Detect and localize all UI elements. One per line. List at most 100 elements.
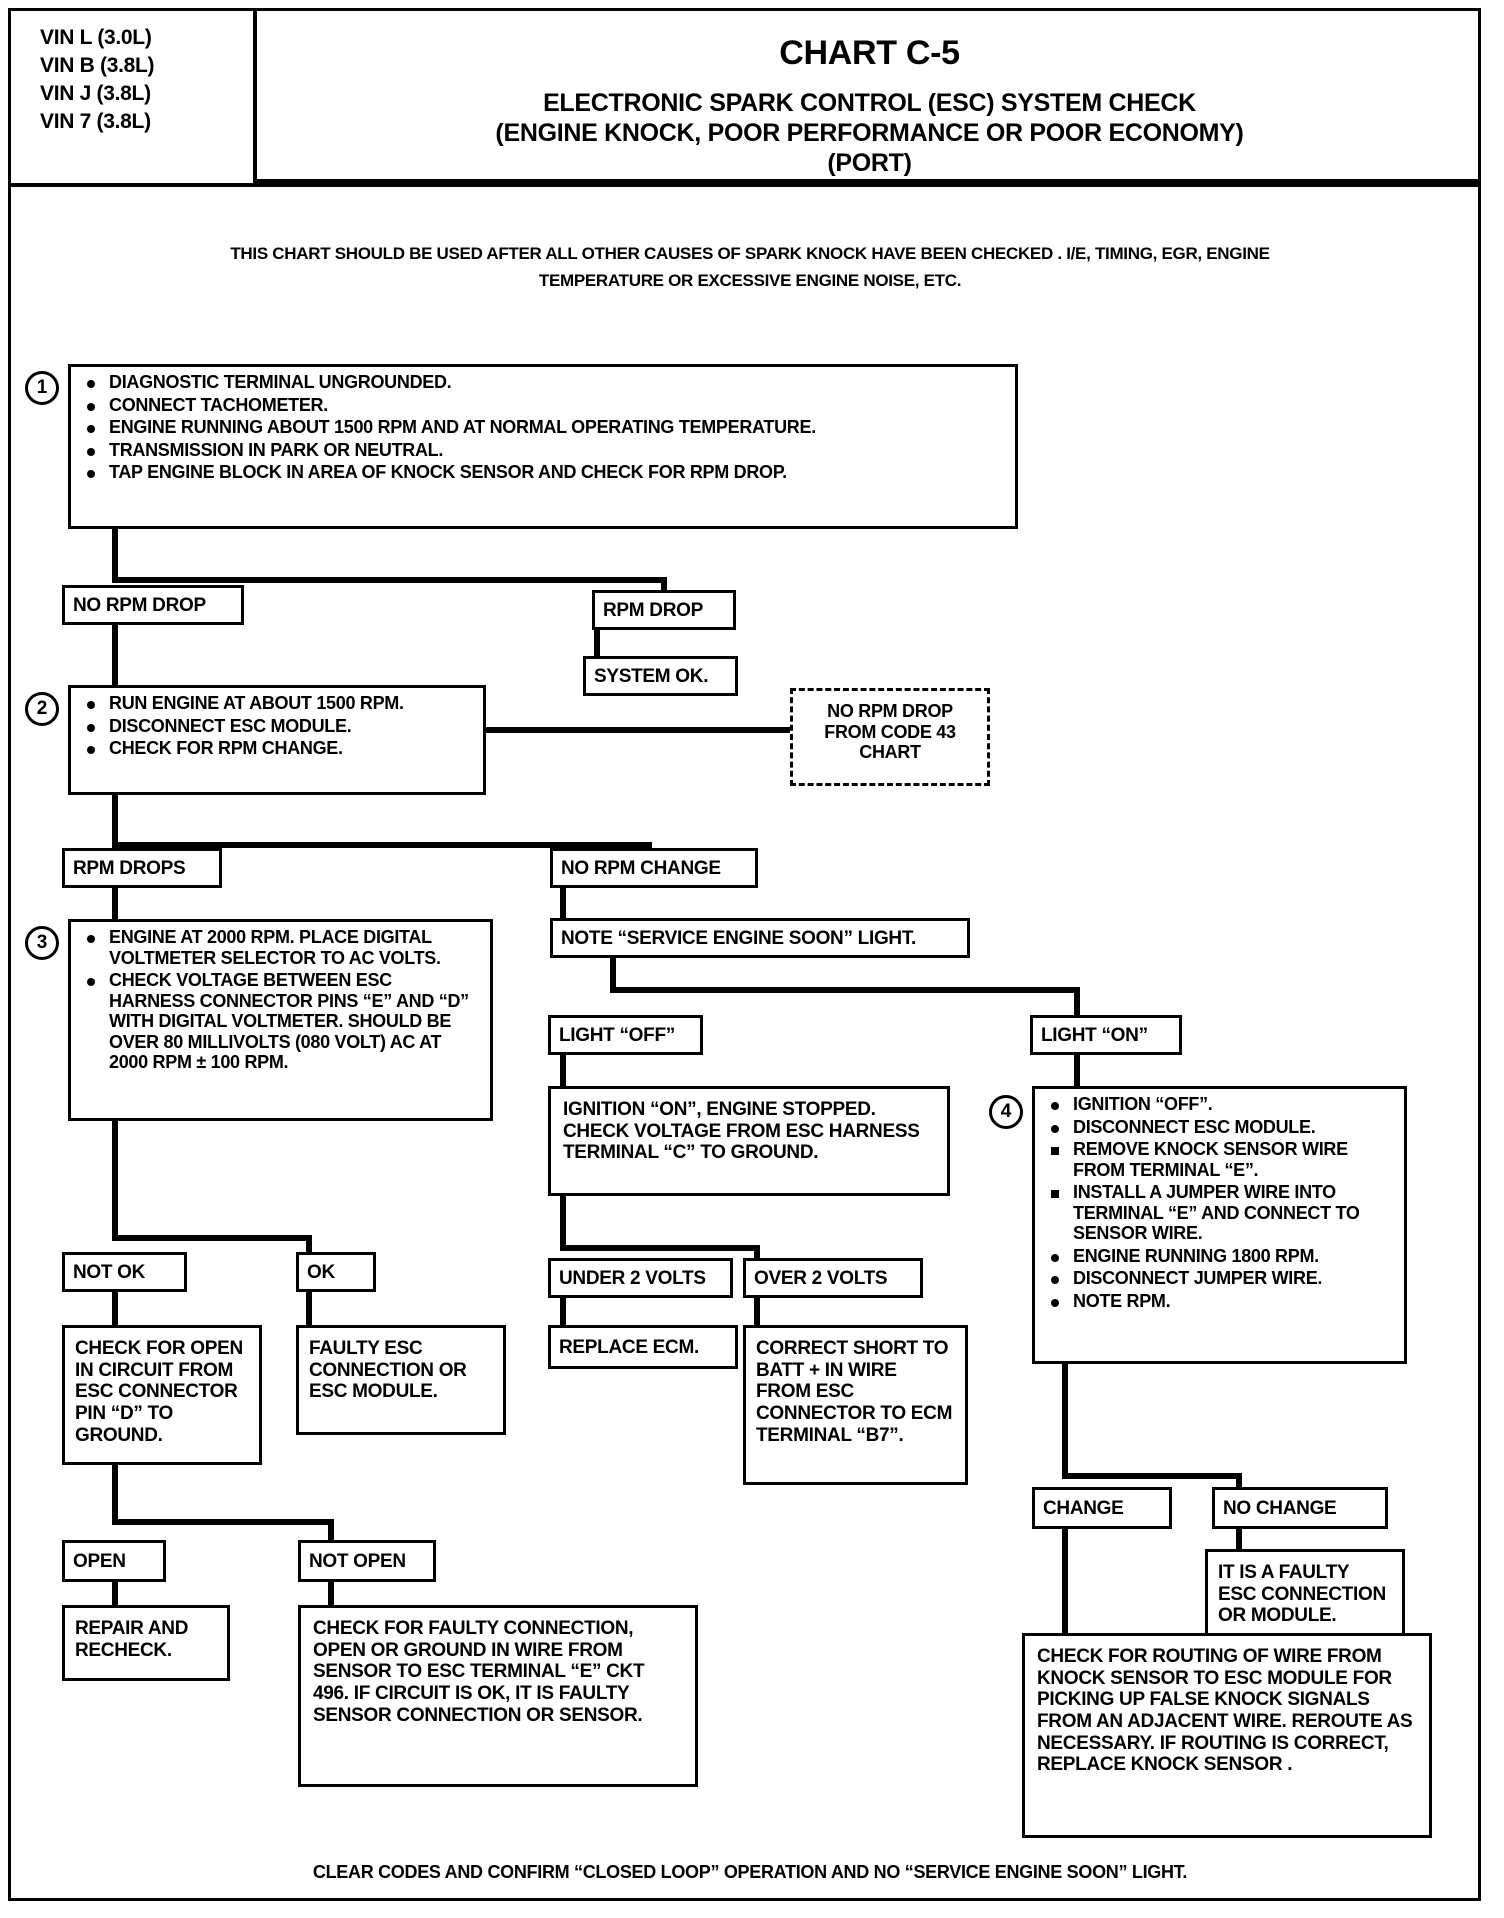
node-rpm-drops: RPM DROPS [62, 848, 222, 888]
step2-bullet-1: DISCONNECT ESC MODULE. [79, 716, 475, 737]
node-open: OPEN [62, 1540, 166, 1582]
line-rpmdrop-to-systemok [594, 630, 600, 656]
node-no-change: NO CHANGE [1212, 1487, 1388, 1529]
line-notopen-down2 [328, 1582, 334, 1610]
line-rpmdrops-to-step3 [112, 888, 118, 921]
line-checkopen-down [112, 1465, 118, 1525]
step1-bullet-3: TRANSMISSION IN PARK OR NEUTRAL. [79, 440, 1007, 461]
code43-line-1: NO RPM DROP [827, 701, 953, 721]
node-repair-recheck: REPAIR AND RECHECK. [62, 1605, 230, 1681]
line-step2-down [112, 795, 118, 848]
line-change-bus [1062, 1473, 1242, 1479]
step3-box: ENGINE AT 2000 RPM. PLACE DIGITAL VOLTME… [68, 919, 493, 1121]
node-over-2-volts: OVER 2 VOLTS [743, 1258, 923, 1298]
line-step2-bus [112, 842, 652, 848]
step1-bullet-1: CONNECT TACHOMETER. [79, 395, 1007, 416]
page-border [8, 8, 1481, 1901]
node-no-rpm-change: NO RPM CHANGE [550, 848, 758, 888]
node-correct-short: CORRECT SHORT TO BATT + IN WIRE FROM ESC… [743, 1325, 968, 1485]
line-step3-down [112, 1121, 118, 1241]
line-open-bus [112, 1519, 334, 1525]
node-note-ses-light: NOTE “SERVICE ENGINE SOON” LIGHT. [550, 918, 970, 958]
header-divider [11, 183, 1478, 187]
line-open-down [112, 1582, 118, 1610]
intro-line-2: TEMPERATURE OR EXCESSIVE ENGINE NOISE, E… [538, 271, 962, 290]
line-nochange-down [1236, 1473, 1242, 1493]
line-change-down [1062, 1529, 1068, 1645]
node-light-off: LIGHT “OFF” [548, 1015, 703, 1055]
node-change: CHANGE [1032, 1487, 1172, 1529]
line-volts-bus [560, 1245, 760, 1251]
code43-line-3: CHART [859, 742, 921, 763]
node-code-43-chart: NO RPM DROP FROM CODE 43 CHART [790, 688, 990, 786]
step4-bullet-3: INSTALL A JUMPER WIRE INTO TERMINAL “E” … [1043, 1182, 1396, 1244]
step-marker-2: 2 [25, 692, 59, 726]
line-ok-down [306, 1235, 312, 1257]
node-check-open-circuit: CHECK FOR OPEN IN CIRCUIT FROM ESC CONNE… [62, 1325, 262, 1465]
step3-bullet-0: ENGINE AT 2000 RPM. PLACE DIGITAL VOLTME… [79, 927, 482, 968]
line-over2v-down2 [754, 1298, 760, 1330]
vin-label-1: VIN B (3.8L) [40, 54, 155, 77]
line-notok-down [112, 1292, 118, 1330]
chart-title-line3: (PORT) [827, 149, 912, 177]
line-step4-down [1062, 1364, 1068, 1479]
step-marker-1: 1 [25, 371, 59, 405]
code43-line-2: FROM CODE 43 [824, 721, 956, 742]
step3-bullet-1: CHECK VOLTAGE BETWEEN ESC HARNESS CONNEC… [79, 970, 482, 1073]
node-faulty-esc-connection: FAULTY ESC CONNECTION OR ESC MODULE. [296, 1325, 506, 1435]
node-check-routing: CHECK FOR ROUTING OF WIRE FROM KNOCK SEN… [1022, 1633, 1432, 1838]
step1-bullet-4: TAP ENGINE BLOCK IN AREA OF KNOCK SENSOR… [79, 462, 1007, 483]
vin-label-0: VIN L (3.0L) [40, 26, 152, 49]
line-over2v-down [754, 1245, 760, 1265]
node-under-2-volts: UNDER 2 VOLTS [548, 1258, 733, 1298]
chart-number: CHART C-5 [779, 34, 960, 72]
footer-note: CLEAR CODES AND CONFIRM “CLOSED LOOP” OP… [312, 1862, 1188, 1882]
line-step1-down [112, 529, 118, 583]
node-not-open: NOT OPEN [298, 1540, 436, 1582]
node-ignition-on-check: IGNITION “ON”, ENGINE STOPPED. CHECK VOL… [548, 1086, 950, 1196]
line-notopen-down [328, 1519, 334, 1544]
step2-box: RUN ENGINE AT ABOUT 1500 RPM. DISCONNECT… [68, 685, 486, 795]
line-ignbox-down [560, 1196, 566, 1251]
intro-line-1: THIS CHART SHOULD BE USED AFTER ALL OTHE… [230, 244, 1270, 263]
step1-bullet-2: ENGINE RUNNING ABOUT 1500 RPM AND AT NOR… [79, 417, 1007, 438]
step4-bullet-2: REMOVE KNOCK SENSOR WIRE FROM TERMINAL “… [1043, 1139, 1396, 1180]
step-marker-3: 3 [25, 926, 59, 960]
step4-bullet-5: DISCONNECT JUMPER WIRE. [1043, 1268, 1396, 1289]
step4-box: IGNITION “OFF”. DISCONNECT ESC MODULE. R… [1032, 1086, 1407, 1364]
line-light-bus [610, 987, 1080, 993]
step1-bullet-0: DIAGNOSTIC TERMINAL UNGROUNDED. [79, 372, 1007, 393]
step4-bullet-1: DISCONNECT ESC MODULE. [1043, 1117, 1396, 1138]
step2-bullet-0: RUN ENGINE AT ABOUT 1500 RPM. [79, 693, 475, 714]
node-system-ok: SYSTEM OK. [583, 656, 738, 696]
step1-box: DIAGNOSTIC TERMINAL UNGROUNDED. CONNECT … [68, 364, 1018, 529]
step4-bullet-6: NOTE RPM. [1043, 1291, 1396, 1312]
line-norpmchange-to-note [560, 888, 566, 918]
vin-label-3: VIN 7 (3.8L) [40, 110, 151, 133]
line-ok-down2 [306, 1292, 312, 1330]
line-rpmdrop-down [661, 577, 667, 591]
node-check-faulty-connection: CHECK FOR FAULTY CONNECTION, OPEN OR GRO… [298, 1605, 698, 1787]
node-ok: OK [296, 1252, 376, 1292]
step4-bullet-4: ENGINE RUNNING 1800 RPM. [1043, 1246, 1396, 1267]
line-step3-bus [112, 1235, 312, 1241]
line-lighton-to-step4 [1074, 1055, 1080, 1087]
chart-title-line2: (ENGINE KNOCK, POOR PERFORMANCE OR POOR … [495, 119, 1244, 147]
line-under2v-down [560, 1298, 566, 1330]
step-marker-4: 4 [989, 1095, 1023, 1129]
line-step1-bus [112, 577, 667, 583]
node-not-ok: NOT OK [62, 1252, 187, 1292]
step2-bullet-2: CHECK FOR RPM CHANGE. [79, 738, 475, 759]
node-rpm-drop: RPM DROP [592, 590, 736, 630]
line-note-down [610, 958, 616, 993]
node-light-on: LIGHT “ON” [1030, 1015, 1182, 1055]
line-nochange-down2 [1236, 1529, 1242, 1553]
step4-bullet-0: IGNITION “OFF”. [1043, 1094, 1396, 1115]
vin-label-2: VIN J (3.8L) [40, 82, 151, 105]
node-no-rpm-drop: NO RPM DROP [62, 585, 244, 625]
line-lightoff-to-ignbox [560, 1055, 566, 1087]
node-replace-ecm: REPLACE ECM. [548, 1325, 738, 1369]
line-lighton-down [1074, 987, 1080, 1022]
line-norpmdrop-to-step2 [112, 625, 118, 690]
